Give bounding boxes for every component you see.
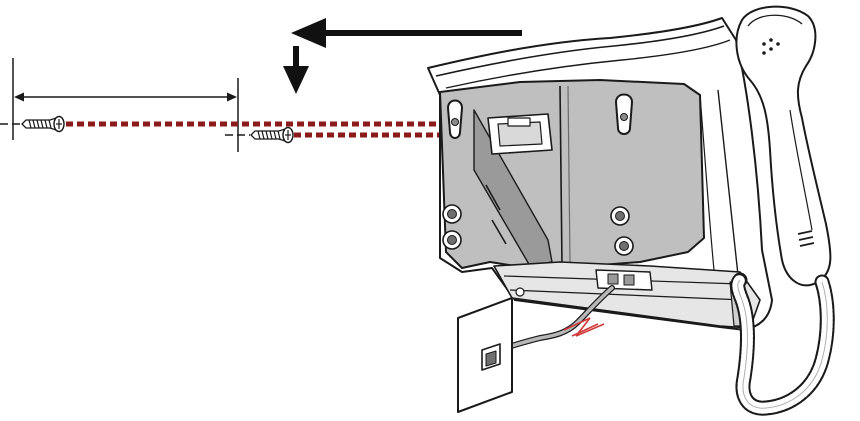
arrow-down-icon — [283, 46, 309, 94]
zigzag-break-icon — [563, 317, 605, 337]
dimension-arrowhead-left — [14, 92, 24, 102]
base-line-jack — [595, 269, 653, 291]
keyhole-slot-right — [615, 93, 633, 135]
screw-icon — [250, 126, 294, 144]
screw-boss-right-lower — [614, 236, 634, 256]
arrow-left-icon — [291, 18, 522, 48]
screw-icon — [21, 115, 65, 133]
screw-boss-left-upper — [442, 204, 462, 224]
dimension-arrowhead-right — [227, 92, 237, 102]
telephone-base — [427, 17, 773, 331]
mouthpiece-grille — [797, 230, 815, 247]
screw-boss-left-lower — [442, 230, 462, 250]
coiled-cord — [730, 272, 835, 416]
wall-jack-icon — [457, 297, 513, 413]
hook-latch — [487, 113, 553, 155]
line-cord — [491, 285, 615, 355]
screw-spacing-dimension — [0, 58, 250, 152]
screw-boss-right-upper — [610, 206, 630, 226]
handset — [735, 5, 832, 287]
keyhole-slot-left — [447, 99, 463, 139]
earpiece-grille — [762, 38, 780, 55]
